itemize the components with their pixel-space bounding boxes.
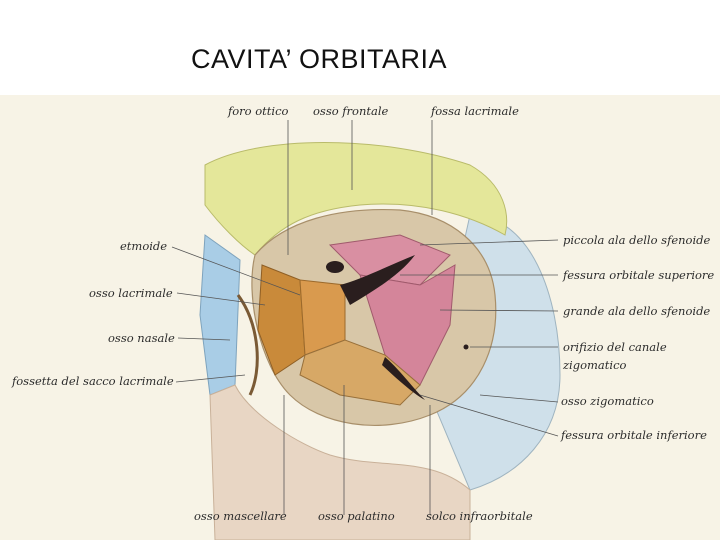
label-osso-frontale: osso frontale [313, 105, 388, 118]
label-solco-infraorbitale: solco infraorbitale [426, 510, 533, 523]
label-osso-lacrimale: osso lacrimale [89, 287, 173, 300]
label-fossetta-sacco: fossetta del sacco lacrimale [12, 375, 174, 388]
label-fessura-superiore: fessura orbitale superiore [563, 269, 714, 282]
nasal-bone-region [200, 235, 240, 395]
label-foro-ottico: foro ottico [228, 105, 288, 118]
zygomatic-canal-orifice [464, 345, 469, 350]
label-osso-mascellare: osso mascellare [194, 510, 287, 523]
label-osso-zigomatico: osso zigomatico [561, 395, 654, 408]
label-etmoide: etmoide [120, 240, 167, 253]
label-fossa-lacrimale: fossa lacrimale [431, 105, 519, 118]
label-grande-ala: grande ala dello sfenoide [563, 305, 710, 318]
label-fessura-inferiore: fessura orbitale inferiore [561, 429, 707, 442]
optic-foramen [326, 261, 344, 273]
label-piccola-ala: piccola ala dello sfenoide [563, 234, 710, 247]
label-orifizio-line1: orifizio del canale [563, 341, 667, 354]
slide-title: CAVITA’ ORBITARIA [191, 44, 447, 75]
label-osso-nasale: osso nasale [108, 332, 175, 345]
label-osso-palatino: osso palatino [318, 510, 395, 523]
label-orifizio-line2: zigomatico [563, 359, 626, 372]
orbit-illustration: foro ottico osso frontale fossa lacrimal… [0, 95, 720, 540]
